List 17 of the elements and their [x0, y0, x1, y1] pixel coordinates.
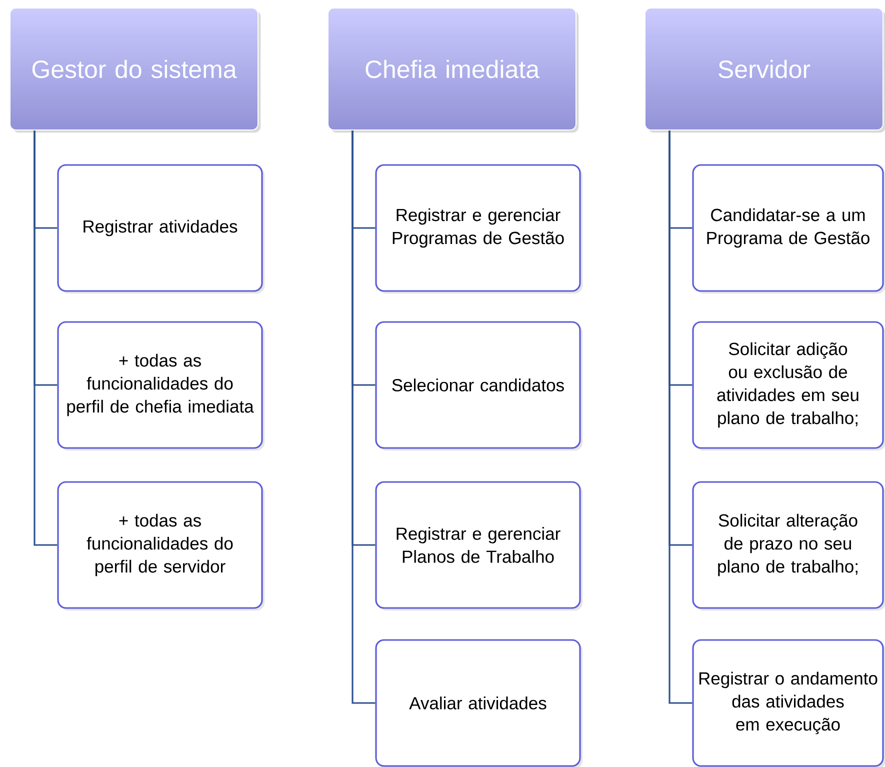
- task-box: + todas as funcionalidades do perfil de servidor: [57, 481, 265, 611]
- connector-line: [34, 130, 58, 546]
- task-box: Solicitar adição ou exclusão de atividades em seu plano de trabalho;: [692, 321, 885, 451]
- connector-line: [668, 130, 692, 704]
- header-box: Servidor: [644, 8, 885, 133]
- task-box: + todas as funcionalidades do perfil de chefia imediata: [57, 321, 265, 451]
- header-box: Chefia imediata: [328, 8, 579, 133]
- task-box: Selecionar candidatos: [375, 321, 583, 451]
- connector-line: [352, 130, 376, 704]
- task-box: Solicitar alteração de prazo no seu plano de trabalho;: [692, 481, 885, 611]
- task-box: Registrar e gerenciar Programas de Gestão: [375, 164, 583, 294]
- header-box: Gestor do sistema: [10, 8, 261, 133]
- task-box: Registrar e gerenciar Planos de Trabalho: [375, 481, 583, 611]
- task-box: Avaliar atividades: [375, 639, 583, 767]
- task-box: Registrar o andamento das atividades em execução: [692, 639, 885, 767]
- task-box: Candidatar-se a um Programa de Gestão: [692, 164, 885, 294]
- task-box: Registrar atividades: [57, 164, 265, 294]
